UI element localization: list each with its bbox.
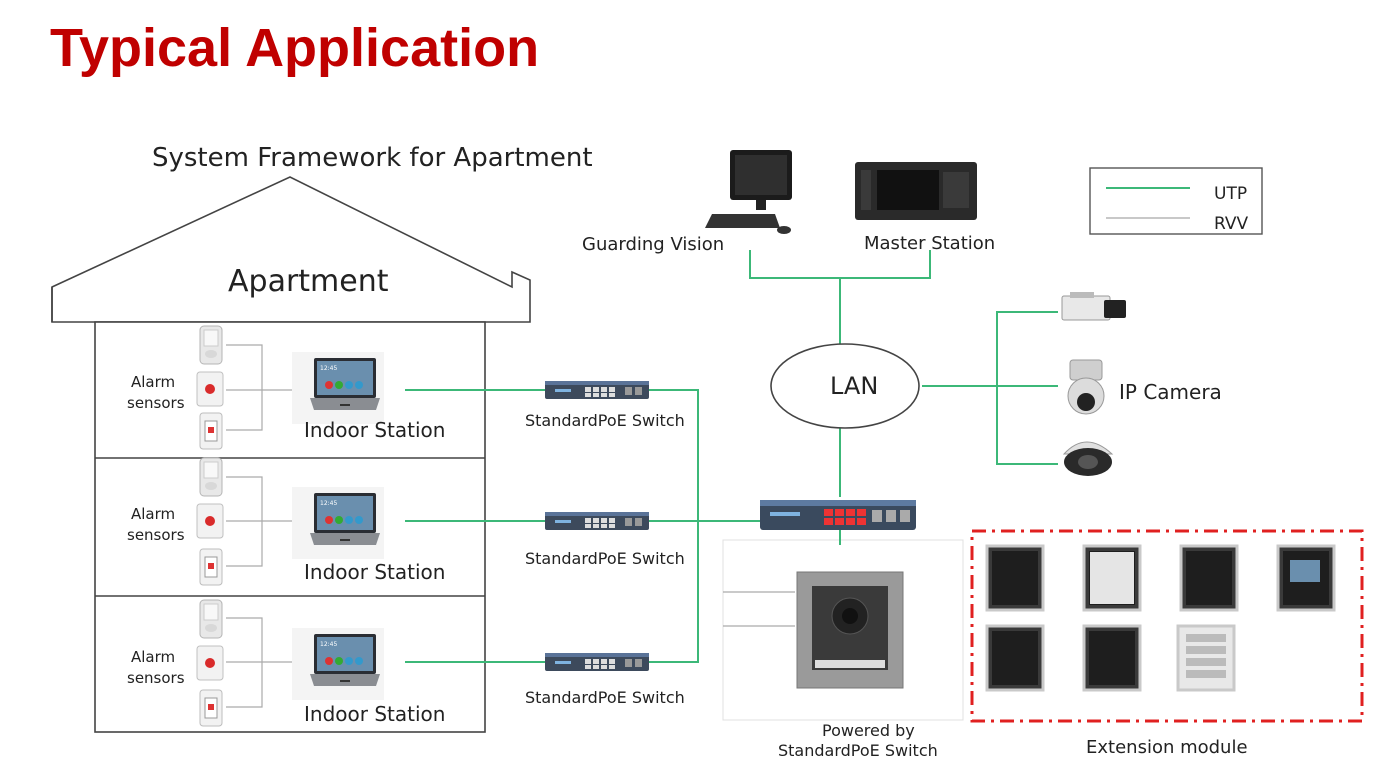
panic-button-icon — [196, 371, 224, 407]
indicator-module-icon — [985, 544, 1045, 612]
indoor-station-label: Indoor Station — [304, 702, 445, 726]
alarm-sensors-label: Alarm — [131, 505, 175, 523]
panic-button-icon — [196, 503, 224, 539]
alarm-sensors-label: Alarm — [131, 373, 175, 391]
utp-wiring — [405, 250, 1058, 663]
motion-sensor-icon — [199, 325, 223, 365]
floor-3: Alarm sensors Indoor Station — [127, 599, 445, 727]
indoor-station-label: Indoor Station — [304, 418, 445, 442]
poe-switch-icon — [545, 512, 649, 530]
door-sensor-icon — [199, 689, 223, 727]
alarm-sensors-label: sensors — [127, 526, 185, 544]
main-poe-switch-icon — [760, 500, 916, 530]
door-station-icon — [796, 571, 904, 689]
floor-2: Alarm sensors Indoor Station — [127, 457, 445, 586]
ip-camera-label: IP Camera — [1119, 380, 1222, 404]
indoor-station-label: Indoor Station — [304, 560, 445, 584]
alarm-sensors-label: sensors — [127, 394, 185, 412]
box-camera-icon — [1061, 292, 1126, 321]
poe-switch-label: StandardPoE Switch — [525, 411, 685, 430]
apartment-building: Apartment — [51, 176, 531, 733]
door-sensor-icon — [199, 548, 223, 586]
panic-button-icon — [196, 645, 224, 681]
poe-switch-label: StandardPoE Switch — [525, 688, 685, 707]
door-station-label: StandardPoE Switch — [778, 741, 938, 760]
lan-cloud — [770, 343, 920, 429]
card-module-icon — [1082, 624, 1142, 692]
legend-rvv: RVV — [1214, 214, 1249, 234]
blank-module-icon — [1179, 544, 1239, 612]
indoor-station-icon — [292, 352, 384, 424]
legend-utp: UTP — [1214, 184, 1247, 204]
legend: UTP RVV — [1089, 167, 1263, 235]
motion-sensor-icon — [199, 599, 223, 639]
master-station-icon — [855, 162, 977, 220]
floor-1: Alarm sensors Indoor Station — [127, 325, 445, 450]
page-title: Typical Application — [50, 18, 539, 78]
guarding-vision-label: Guarding Vision — [582, 234, 724, 255]
motion-sensor-icon — [199, 457, 223, 497]
dome-camera-icon — [1062, 441, 1114, 476]
door-station-label: Powered by — [822, 721, 915, 740]
computer-icon — [705, 150, 792, 234]
roof-label: Apartment — [228, 264, 389, 299]
door-sensor-icon — [199, 412, 223, 450]
roof — [51, 176, 531, 323]
poe-switch-icon — [545, 381, 649, 399]
alarm-sensors-label: sensors — [127, 669, 185, 687]
extension-module-label: Extension module — [1086, 737, 1248, 758]
alarm-sensors-label: Alarm — [131, 648, 175, 666]
poe-switch-icon — [545, 653, 649, 671]
card-reader-module-icon — [985, 624, 1045, 692]
lan-label: LAN — [830, 372, 878, 400]
master-station-label: Master Station — [864, 233, 995, 254]
extension-module-group — [970, 529, 1364, 723]
ptz-camera-icon — [1067, 359, 1105, 415]
indoor-station-icon — [292, 487, 384, 559]
indoor-station-icon — [292, 628, 384, 700]
framework-title: System Framework for Apartment — [152, 143, 593, 173]
poe-switch-label: StandardPoE Switch — [525, 549, 685, 568]
